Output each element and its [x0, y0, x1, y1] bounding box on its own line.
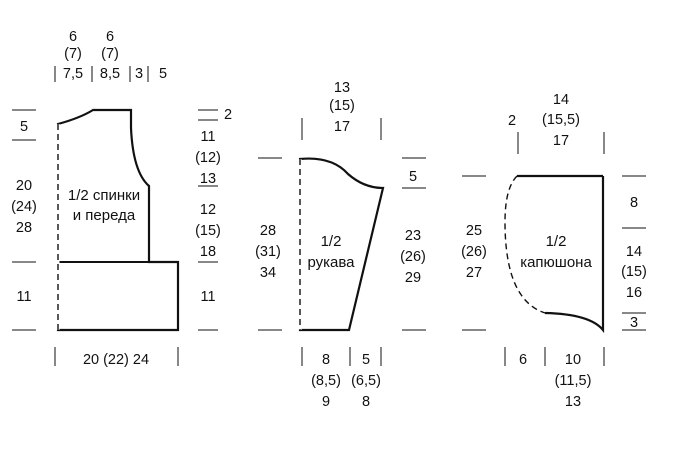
- sleeve-bottom-width-1: 9: [322, 394, 330, 410]
- body-top-width-1: (7): [64, 46, 82, 62]
- body-top-width-1: 6: [69, 29, 77, 45]
- sleeve-label-line-1: 1/2: [321, 233, 342, 250]
- sleeve-top-width: (15): [329, 98, 355, 114]
- sleeve-top-width: 13: [334, 80, 350, 96]
- body-top-width-4: 5: [159, 66, 167, 82]
- body-right-height-2: (12): [195, 150, 221, 166]
- sleeve-dimension-lines: [258, 118, 426, 366]
- body-right-height-4: 11: [200, 289, 215, 305]
- sleeve-right-height-2: 29: [405, 270, 421, 286]
- hood-dimension-lines: [462, 132, 646, 366]
- hood-top-width-1: 2: [508, 113, 516, 129]
- sleeve-bottom-width-2: 5: [362, 352, 370, 368]
- hood-bottom-width-2: 13: [565, 394, 581, 410]
- sleeve-piece-label: 1/2 рукава: [307, 233, 355, 271]
- hood-dimension-labels: 2 14 (15,5) 17 25 (26) 27 8 14 (15) 16 3…: [461, 92, 647, 410]
- sleeve-piece-outline: [298, 157, 385, 332]
- body-dimension-labels: 6 (7) 7,5 6 (7) 8,5 3 5 5 20 (24) 28 11 …: [11, 29, 232, 368]
- body-right-height-3: (15): [195, 223, 221, 239]
- sleeve-left-height: 34: [260, 265, 276, 281]
- sleeve-label-line-2: рукава: [307, 254, 355, 271]
- hood-piece-label: 1/2 капюшона: [520, 233, 592, 271]
- sleeve-bottom-width-2: (6,5): [351, 373, 381, 389]
- body-top-width-1: 7,5: [63, 66, 83, 82]
- sleeve-bottom-width-1: 8: [322, 352, 330, 368]
- body-top-width-2: 8,5: [100, 66, 120, 82]
- body-left-height-3: 11: [16, 289, 31, 305]
- body-bottom-width: 20 (22) 24: [83, 352, 149, 368]
- body-piece-label: 1/2 спинки и переда: [68, 187, 140, 224]
- hood-right-height-1: 8: [630, 195, 638, 211]
- sleeve-left-height: (31): [255, 244, 281, 260]
- hood-piece-outline: [504, 174, 605, 334]
- hood-right-height-3: 3: [630, 315, 638, 331]
- body-right-height-3: 18: [200, 244, 216, 260]
- body-label-line-1: 1/2 спинки: [68, 187, 140, 204]
- hood-top-width-2: 17: [553, 133, 569, 149]
- sleeve-right-height-2: (26): [400, 249, 426, 265]
- hood-top-width-2: 14: [553, 92, 569, 108]
- body-dimension-lines: [12, 66, 218, 366]
- hood-left-height: 27: [466, 265, 482, 281]
- hood-left-height: (26): [461, 244, 487, 260]
- hood-bottom-width-1: 6: [519, 352, 527, 368]
- hood-label-line-1: 1/2: [546, 233, 567, 250]
- body-right-height-2: 13: [200, 171, 216, 187]
- body-right-height-1: 2: [224, 107, 232, 123]
- hood-right-height-2: (15): [621, 264, 647, 280]
- body-piece-outline: [56, 108, 180, 332]
- sleeve-right-height-1: 5: [409, 169, 417, 185]
- sleeve-dimension-labels: 13 (15) 17 28 (31) 34 5 23 (26) 29 8 (8,…: [255, 80, 426, 410]
- body-top-width-2: 6: [106, 29, 114, 45]
- hood-bottom-width-2: 10: [565, 352, 581, 368]
- body-label-line-2: и переда: [73, 207, 136, 224]
- sleeve-bottom-width-2: 8: [362, 394, 370, 410]
- body-left-height-1: 5: [20, 119, 28, 135]
- hood-left-height: 25: [466, 223, 482, 239]
- body-left-height-2: (24): [11, 199, 37, 215]
- hood-right-height-2: 16: [626, 285, 642, 301]
- sleeve-bottom-width-1: (8,5): [311, 373, 341, 389]
- hood-right-height-2: 14: [626, 244, 642, 260]
- sleeve-top-width: 17: [334, 119, 350, 135]
- hood-label-line-2: капюшона: [520, 254, 592, 271]
- sleeve-right-height-2: 23: [405, 228, 421, 244]
- body-top-width-2: (7): [101, 46, 119, 62]
- hood-top-width-2: (15,5): [542, 112, 580, 128]
- body-top-width-3: 3: [135, 66, 143, 82]
- body-left-height-2: 20: [16, 178, 32, 194]
- hood-bottom-width-2: (11,5): [555, 373, 592, 389]
- body-right-height-3: 12: [200, 202, 216, 218]
- body-left-height-2: 28: [16, 220, 32, 236]
- body-right-height-2: 11: [200, 129, 215, 145]
- sleeve-left-height: 28: [260, 223, 276, 239]
